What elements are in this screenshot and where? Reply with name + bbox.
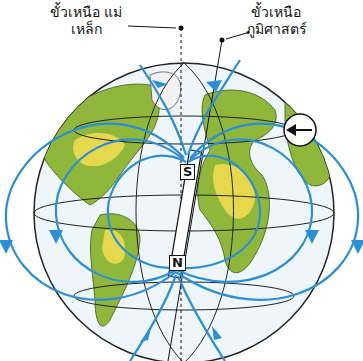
pole-label: ขั้วเหนือ ภูมิศาสตร์: [234, 4, 318, 38]
geographic-axis: [181, 28, 182, 361]
magnet-pole-letter: N: [169, 255, 186, 271]
continents: [34, 63, 334, 361]
magnet-pole-letter: S: [180, 164, 195, 180]
compass: [284, 114, 316, 146]
field-arrows: [0, 80, 363, 342]
globe: [34, 63, 334, 361]
leader-line: [128, 26, 176, 28]
pole-dot: [220, 38, 225, 43]
bar-magnet: [169, 150, 202, 278]
field-lines: [6, 60, 358, 361]
pole-label: ขั้วเหนือ แม่เหล็ก: [44, 4, 128, 38]
pole-dot: [179, 26, 184, 31]
